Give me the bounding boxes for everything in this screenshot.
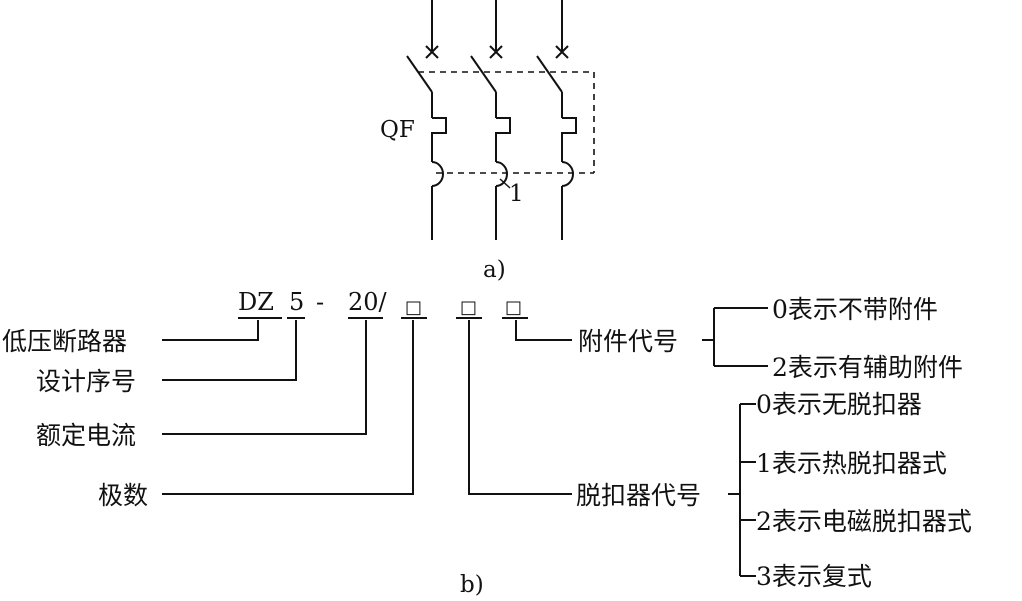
mechanical-linkage bbox=[418, 71, 595, 174]
code-series: DZ bbox=[238, 288, 274, 316]
code-box-release: □ bbox=[460, 297, 477, 318]
component-label-qf: QF bbox=[380, 117, 415, 143]
release-bracket bbox=[728, 403, 756, 577]
code-design-no: 5 bbox=[289, 288, 304, 316]
pole-2 bbox=[470, 0, 511, 240]
leader-accessory bbox=[515, 320, 572, 341]
accessory-option-0: 0表示不带附件 bbox=[772, 295, 938, 324]
leader-poles bbox=[162, 320, 414, 495]
release-option-3: 3表示复式 bbox=[756, 562, 872, 591]
label-accessory-code: 附件代号 bbox=[578, 327, 678, 356]
leader-rated-current bbox=[162, 320, 367, 435]
marker-leader bbox=[499, 178, 511, 189]
code-rated-current: 20/ bbox=[348, 288, 388, 316]
left-leaders bbox=[162, 320, 414, 495]
pole-1 bbox=[406, 0, 447, 240]
label-design-serial: 设计序号 bbox=[36, 367, 136, 396]
pole-3 bbox=[536, 0, 577, 240]
label-low-voltage-breaker: 低压断路器 bbox=[2, 327, 127, 356]
caption-b: b) bbox=[460, 572, 484, 598]
leader-breaker bbox=[162, 320, 259, 341]
marker-label: 1 bbox=[509, 181, 524, 207]
label-poles: 极数 bbox=[98, 481, 148, 510]
label-release-code: 脱扣器代号 bbox=[576, 481, 701, 510]
code-dash: - bbox=[316, 288, 324, 316]
release-branch: 脱扣器代号 0表示无脱扣器 1表示热脱扣器式 2表示电磁脱扣器式 3表示复式 bbox=[468, 320, 972, 591]
label-rated-current: 额定电流 bbox=[36, 421, 136, 450]
model-code: DZ 5 - 20/ □ □ □ bbox=[238, 288, 528, 319]
release-option-2: 2表示电磁脱扣器式 bbox=[756, 507, 972, 536]
release-option-1: 1表示热脱扣器式 bbox=[756, 449, 947, 478]
cross-mark-icon bbox=[489, 45, 503, 59]
leader-design-serial bbox=[162, 320, 297, 381]
code-box-poles: □ bbox=[405, 297, 422, 318]
caption-a: a) bbox=[483, 257, 506, 283]
code-box-accessory: □ bbox=[505, 297, 522, 318]
accessory-option-2: 2表示有辅助附件 bbox=[772, 353, 963, 382]
cross-mark-icon bbox=[555, 45, 569, 59]
release-option-0: 0表示无脱扣器 bbox=[756, 390, 922, 419]
leader-release bbox=[468, 320, 572, 495]
breaker-symbol bbox=[406, 0, 595, 240]
accessory-branch: 附件代号 0表示不带附件 2表示有辅助附件 bbox=[515, 295, 963, 382]
accessory-bracket bbox=[702, 307, 768, 367]
cross-mark-icon bbox=[425, 45, 439, 59]
